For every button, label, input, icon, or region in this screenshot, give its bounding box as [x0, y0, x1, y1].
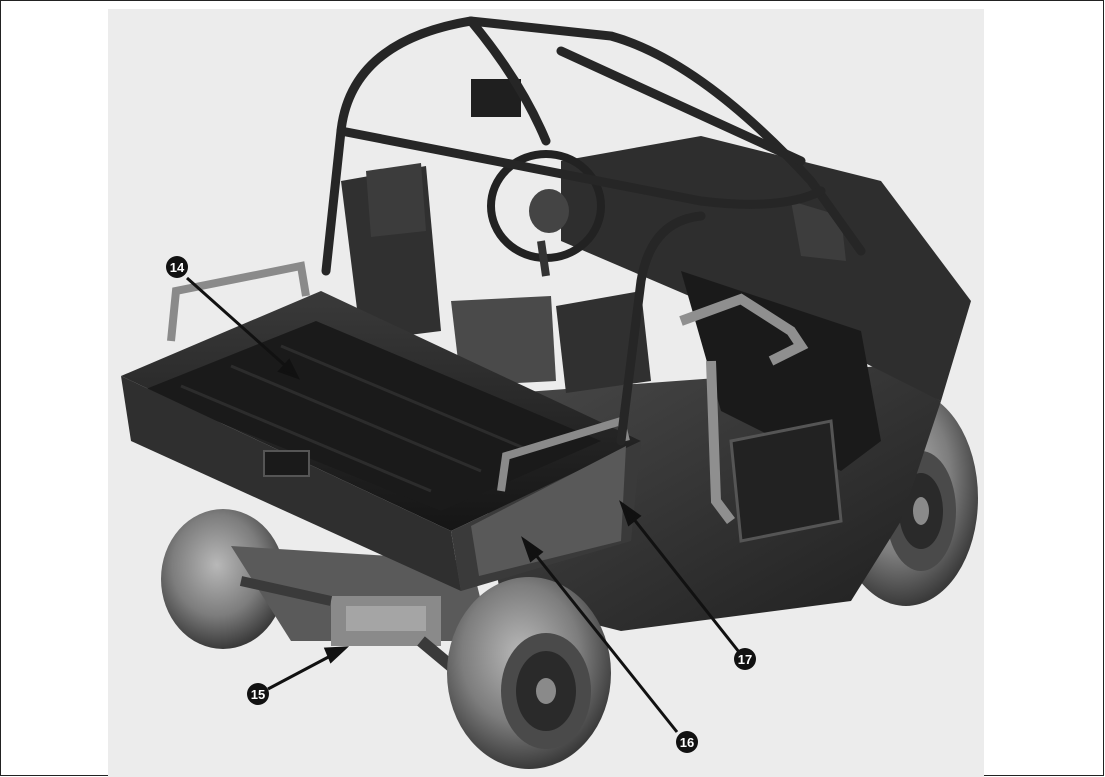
rear-left-wheel: [161, 509, 285, 649]
grab-bar: [679, 293, 809, 366]
cargo-bed: [121, 291, 641, 591]
svg-text:17: 17: [738, 652, 752, 667]
svg-text:14: 14: [170, 260, 185, 275]
seats: [341, 163, 651, 393]
callout-15: 15: [247, 683, 269, 705]
callout-16: 16: [676, 731, 698, 753]
side-bar: [706, 360, 735, 524]
callout-leaders: [186, 276, 741, 733]
callout-17: 17: [734, 648, 756, 670]
svg-text:16: 16: [680, 735, 694, 750]
callout-14: 14: [166, 256, 188, 278]
front-left-wheel: [447, 577, 611, 769]
svg-text:15: 15: [251, 687, 265, 702]
steering-wheel: [487, 150, 605, 277]
roll-cage: [321, 16, 866, 446]
